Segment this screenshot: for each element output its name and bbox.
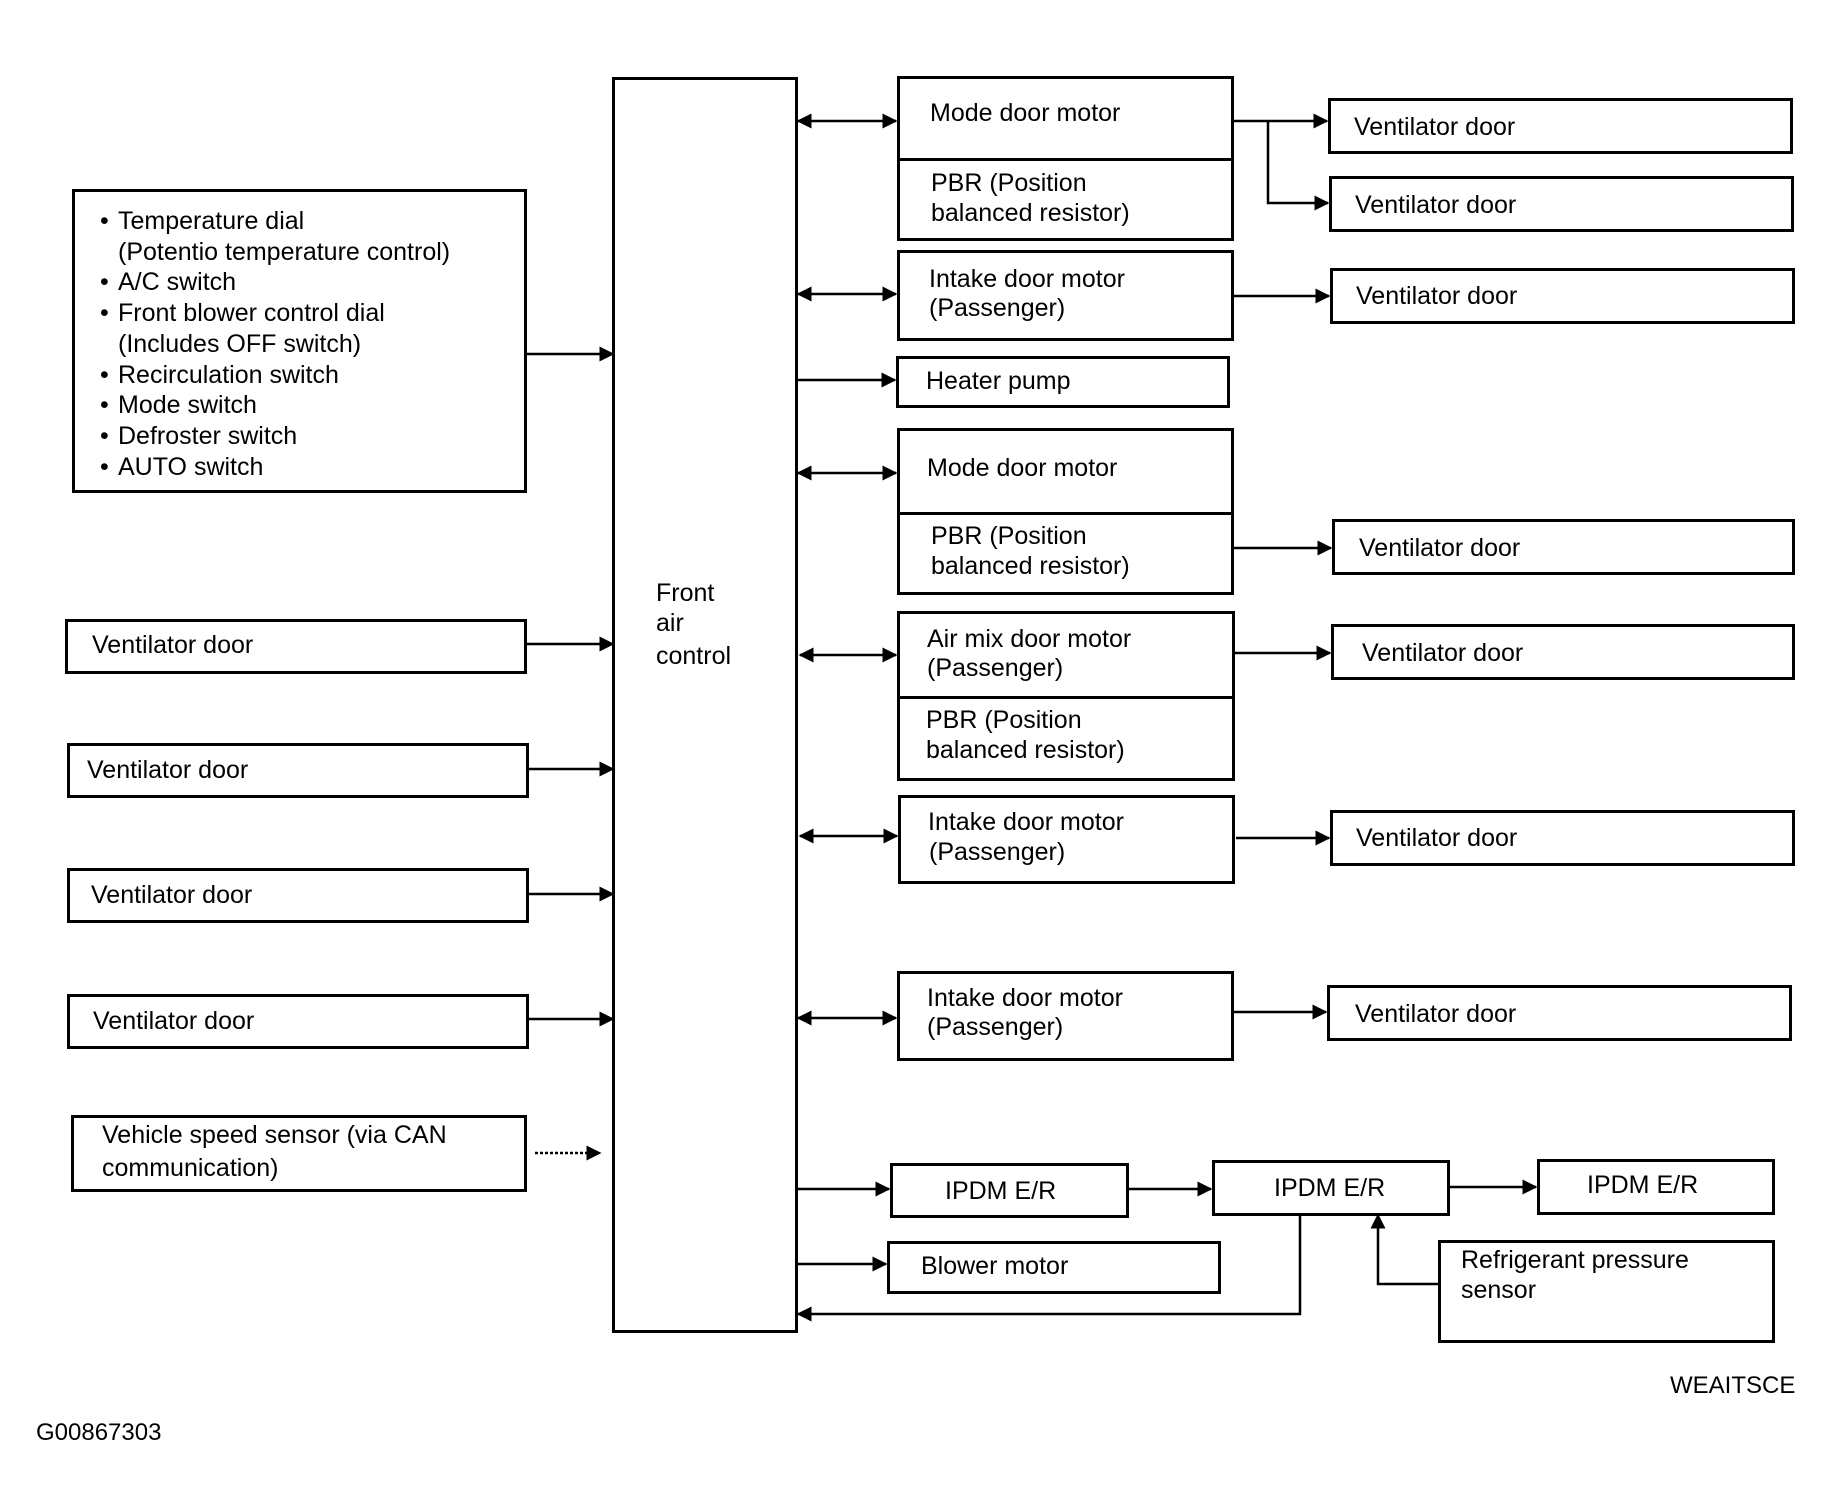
right-ventilator-door-2-label: Ventilator door — [1355, 191, 1517, 219]
mode-door-motor-2-pbr2: balanced resistor) — [931, 552, 1130, 580]
air-mix-line1: Air mix door motor — [927, 625, 1132, 653]
mode-door-motor-1-pbr2: balanced resistor) — [931, 199, 1130, 227]
intake-door-motor-2-line2: (Passenger) — [929, 838, 1066, 866]
right-ventilator-door-6-label: Ventilator door — [1356, 824, 1518, 852]
air-mix-pbr1: PBR (Position — [926, 706, 1082, 734]
ipdm-er-1 — [890, 1163, 1129, 1218]
refrigerant-line1: Refrigerant pressure — [1461, 1246, 1689, 1274]
right-ventilator-door-7 — [1327, 985, 1792, 1041]
right-ventilator-door-1-label: Ventilator door — [1354, 113, 1516, 141]
air-mix-pbr2: balanced resistor) — [926, 736, 1125, 764]
mode-door-motor-2-label: Mode door motor — [927, 454, 1118, 482]
right-ventilator-door-4-label: Ventilator door — [1359, 534, 1521, 562]
figure-code-left: G00867303 — [36, 1419, 162, 1446]
control-label-control: control — [656, 642, 732, 670]
left-ventilator-door-4-label: Ventilator door — [93, 1007, 255, 1035]
input-switches-list: Temperature dial(Potentio temperature co… — [100, 206, 450, 482]
left-ventilator-door-1-label: Ventilator door — [92, 631, 254, 659]
ipdm-er-1-label: IPDM E/R — [945, 1177, 1057, 1205]
right-ventilator-door-3-label: Ventilator door — [1356, 282, 1518, 310]
right-ventilator-door-6 — [1330, 810, 1795, 866]
intake-door-motor-1-line1: Intake door motor — [929, 265, 1125, 293]
right-ventilator-door-5 — [1331, 624, 1795, 680]
intake-door-motor-2-line1: Intake door motor — [928, 808, 1124, 836]
input-switch-item: Temperature dial — [100, 206, 450, 237]
left-ventilator-door-4 — [67, 994, 529, 1049]
left-ventilator-door-2-label: Ventilator door — [87, 756, 249, 784]
right-ventilator-door-5-label: Ventilator door — [1362, 639, 1524, 667]
input-switch-item: Recirculation switch — [100, 360, 450, 391]
input-switch-item: Mode switch — [100, 390, 450, 421]
intake-door-motor-2 — [898, 795, 1235, 884]
right-ventilator-door-7-label: Ventilator door — [1355, 1000, 1517, 1028]
input-switch-item: A/C switch — [100, 267, 450, 298]
refrigerant-pressure-sensor — [1438, 1240, 1775, 1343]
control-label-front: Front — [656, 579, 715, 607]
right-ventilator-door-3 — [1330, 268, 1795, 324]
vehicle-speed-sensor-box — [71, 1115, 527, 1192]
mode-door-motor-2 — [897, 428, 1234, 595]
input-switch-item: (Potentio temperature control) — [118, 237, 451, 266]
ipdm-er-2-label: IPDM E/R — [1274, 1174, 1386, 1202]
heater-pump-label: Heater pump — [926, 367, 1071, 395]
intake-door-motor-3-line2: (Passenger) — [927, 1013, 1064, 1041]
intake-door-motor-1-line2: (Passenger) — [929, 294, 1066, 322]
input-switch-item: AUTO switch — [100, 452, 450, 483]
ipdm-er-3-label: IPDM E/R — [1587, 1171, 1699, 1199]
left-ventilator-door-3-label: Ventilator door — [91, 881, 253, 909]
right-ventilator-door-4 — [1332, 519, 1795, 575]
input-switch-item: Front blower control dial — [100, 298, 450, 329]
left-ventilator-door-2 — [67, 743, 529, 798]
vehicle-speed-line2: communication) — [102, 1154, 279, 1182]
left-ventilator-door-1 — [65, 619, 527, 674]
front-air-control-unit — [612, 77, 798, 1333]
ipdm-er-2 — [1212, 1160, 1450, 1216]
mode-door-motor-1-label: Mode door motor — [930, 99, 1121, 127]
ipdm-er-3 — [1537, 1159, 1775, 1215]
figure-code-right: WEAITSCE — [1670, 1372, 1796, 1399]
left-ventilator-door-3 — [67, 868, 529, 923]
blower-motor — [887, 1241, 1221, 1294]
input-switch-item: Defroster switch — [100, 421, 450, 452]
input-switch-item: (Includes OFF switch) — [118, 329, 362, 358]
blower-motor-label: Blower motor — [921, 1252, 1069, 1280]
intake-door-motor-3 — [897, 971, 1234, 1061]
refrigerant-line2: sensor — [1461, 1276, 1537, 1304]
right-ventilator-door-1 — [1328, 98, 1793, 154]
vehicle-speed-line1: Vehicle speed sensor (via CAN — [102, 1121, 447, 1149]
control-label-air: air — [656, 609, 684, 637]
air-mix-line2: (Passenger) — [927, 654, 1064, 682]
mode-door-motor-2-pbr1: PBR (Position — [931, 522, 1087, 550]
heater-pump — [896, 356, 1230, 408]
right-ventilator-door-2 — [1329, 176, 1794, 232]
intake-door-motor-1 — [897, 250, 1234, 341]
mode-door-motor-1-pbr1: PBR (Position — [931, 169, 1087, 197]
intake-door-motor-3-line1: Intake door motor — [927, 984, 1123, 1012]
